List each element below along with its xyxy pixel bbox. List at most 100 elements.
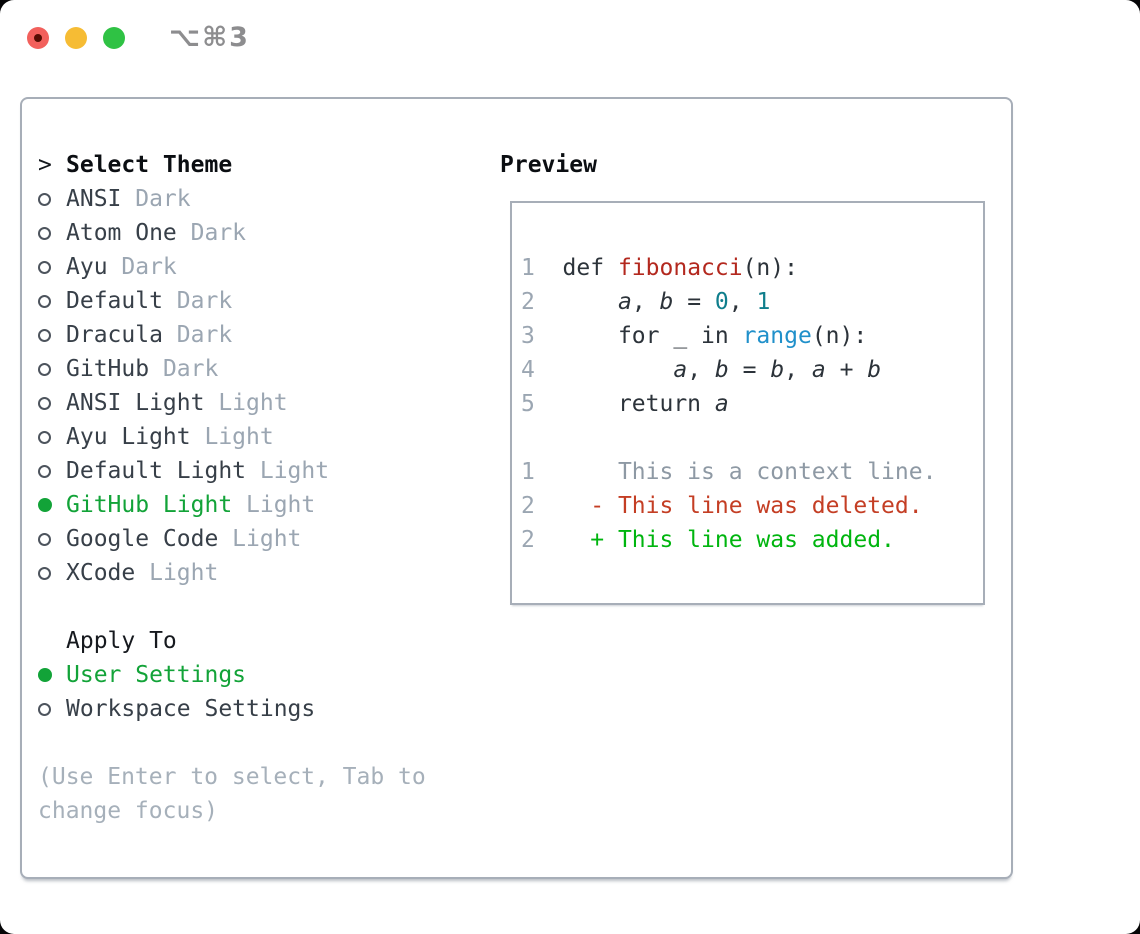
variant-label: Dark [121,254,177,280]
theme-option-github-light[interactable]: GitHub Light Light [38,488,426,522]
apply-to-title: Apply To [66,628,177,654]
code-token-ctx: This is a context line. [534,459,937,485]
radio-icon [38,362,66,376]
select-theme-title: Select Theme [66,152,233,178]
option-label: XCode [66,560,136,586]
option-label: Default [66,288,163,314]
theme-option-xcode[interactable]: XCode Light [38,556,426,590]
code-token-num: 1 [756,289,771,315]
code-token-add: + This line was added. [590,527,895,553]
code-token-t: , [784,357,812,383]
option-label: ANSI Light [66,390,205,416]
code-token-var: b [770,357,785,383]
option-label: Workspace Settings [66,696,316,722]
variant-label: Light [149,560,219,586]
theme-option-dracula[interactable]: Dracula Dark [38,318,426,352]
apply-option-user-settings[interactable]: User Settings [38,658,426,692]
code-token-var: b [714,357,729,383]
option-label: Google Code [66,526,219,552]
radio-icon [38,226,66,240]
variant-label: Dark [176,322,233,348]
variant-label: Dark [135,186,191,212]
theme-option-default-light[interactable]: Default Light Light [38,454,426,488]
code-token-var: a [673,357,688,383]
theme-option-ayu-light[interactable]: Ayu Light Light [38,420,426,454]
close-modified-dot-icon [34,34,42,42]
code-line: 2 + This line was added. [521,523,983,557]
minimize-button[interactable] [65,27,87,49]
code-line: 2 - This line was deleted. [521,489,983,523]
code-token-t: (n): [811,323,868,349]
option-label: Dracula [66,322,163,348]
code-token-ln: 1 [521,255,535,281]
option-label: GitHub [66,356,150,382]
code-line: 2 a, b = 0, 1 [521,285,983,319]
code-token-ln: 2 [521,493,535,519]
radio-icon [38,192,66,206]
hint-line-2: change focus) [38,798,219,824]
apply-option-workspace-settings[interactable]: Workspace Settings [38,692,426,726]
preview-title: Preview [500,152,597,178]
code-token-num: 0 [714,289,729,315]
prompt-arrow-icon: > [38,152,52,178]
radio-icon [38,260,66,274]
variant-label: Dark [190,220,247,246]
option-label: Ayu Light [66,424,191,450]
code-token-ln: 1 [521,459,535,485]
option-label: Atom One [66,220,177,246]
code-token-var: a [811,357,826,383]
code-token-t: , [728,289,757,315]
window-title: ⌥⌘3 [169,22,250,53]
code-line: 1 def fibonacci(n): [521,251,983,285]
code-line: 4 a, b = b, a + b [521,353,983,387]
code-token-t: , [687,357,715,383]
code-token-t [535,527,590,553]
code-line: 5 return a [521,387,983,421]
variant-label: Light [246,492,316,518]
option-label: User Settings [66,662,247,688]
close-button[interactable] [27,27,49,49]
spacer-row [38,726,426,760]
radio-icon [38,430,66,444]
select-theme-header: > Select Theme [38,148,426,182]
preview-section: Preview 1 def fibonacci(n):2 a, b = 0, 1… [500,148,985,605]
theme-option-ansi-light[interactable]: ANSI Light Light [38,386,426,420]
code-token-t: (n): [742,255,798,281]
radio-selected-icon [38,498,66,512]
code-token-var: b [867,357,882,383]
radio-icon [38,702,66,716]
code-token-ln: 2 [521,289,535,315]
variant-label: Light [259,458,330,484]
code-token-t: = [673,289,715,315]
code-token-var: a [714,391,729,417]
code-token-ln: 5 [521,391,535,417]
code-token-call: range [742,323,812,349]
option-label: ANSI [66,186,122,212]
code-token-t: = [728,357,771,383]
option-label: GitHub Light [66,492,233,518]
theme-option-atom-one[interactable]: Atom One Dark [38,216,426,250]
code-token-ln: 3 [521,323,535,349]
code-token-t [535,493,590,519]
variant-label: Light [204,424,274,450]
apply-to-header: Apply To [38,624,426,658]
variant-label: Light [218,390,288,416]
theme-option-ansi[interactable]: ANSI Dark [38,182,426,216]
code-token-t [535,357,673,383]
code-token-t: return [534,391,715,417]
code-token-t: def [534,255,618,281]
radio-icon [38,566,66,580]
code-token-t: , [631,289,660,315]
code-token-del: - This line was deleted. [590,493,923,519]
zoom-button[interactable] [103,27,125,49]
code-line: 1 This is a context line. [521,455,983,489]
option-label: Default Light [66,458,247,484]
